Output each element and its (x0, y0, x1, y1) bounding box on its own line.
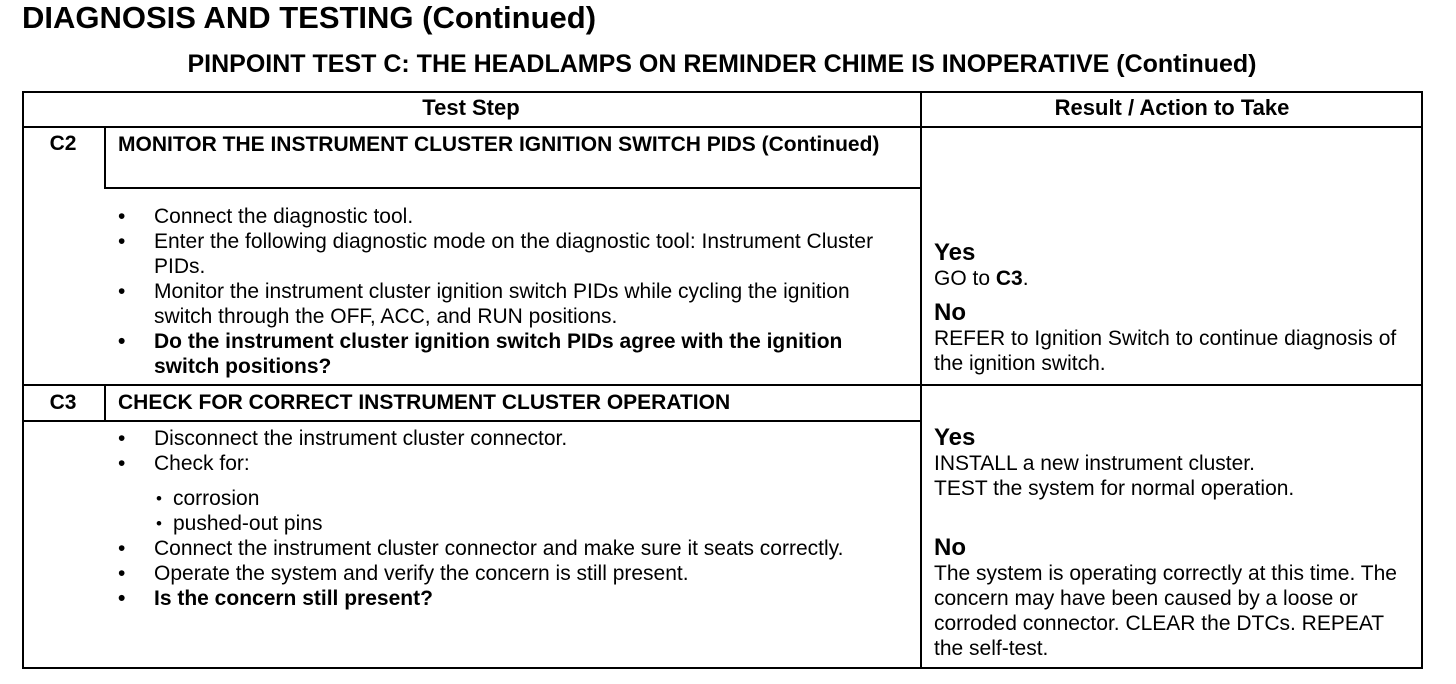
yes-label: Yes (934, 424, 976, 451)
id-divider-c2 (104, 127, 106, 188)
column-divider (920, 91, 922, 669)
yes-action-line: TEST the system for normal operation. (934, 477, 1295, 500)
header-result-action: Result / Action to Take (1054, 95, 1290, 120)
c2-title-divider (104, 187, 921, 189)
step-id-c3: C3 (49, 391, 77, 414)
no-label: No (934, 534, 966, 561)
yes-action-line: INSTALL a new instrument cluster. (934, 452, 1255, 475)
header-divider (22, 126, 1423, 128)
header-test-step: Test Step (422, 95, 520, 120)
list-item: Enter the following diagnostic mode on t… (118, 229, 908, 279)
id-divider-c3 (104, 385, 106, 421)
list-item: Connect the instrument cluster connector… (118, 536, 908, 561)
list-item: Do the instrument cluster ignition switc… (118, 329, 908, 379)
table-border (22, 91, 1423, 669)
step-title-c3: CHECK FOR CORRECT INSTRUMENT CLUSTER OPE… (118, 391, 731, 414)
list-item: Is the concern still present? (118, 586, 908, 611)
step-list-c2: Connect the diagnostic tool. Enter the f… (118, 204, 908, 379)
pinpoint-test-title: PINPOINT TEST C: THE HEADLAMPS ON REMIND… (187, 50, 1257, 78)
sub-list-item: pushed-out pins (118, 511, 908, 536)
step-list-c3: Disconnect the instrument cluster connec… (118, 426, 908, 611)
list-item: Operate the system and verify the concer… (118, 561, 908, 586)
row-divider (22, 384, 1423, 386)
step-id-c2: C2 (49, 132, 77, 155)
c3-title-divider (22, 420, 921, 422)
sub-list-item: corrosion (118, 486, 908, 511)
step-title-c2: MONITOR THE INSTRUMENT CLUSTER IGNITION … (118, 133, 880, 156)
pinpoint-test-table: Test Step Result / Action to Take C2 MON… (22, 91, 1423, 669)
result-c2: Yes GO to C3. No REFER to Ignition Switc… (934, 239, 1414, 376)
no-label: No (934, 299, 966, 326)
result-c3: Yes INSTALL a new instrument cluster. TE… (934, 424, 1414, 661)
yes-action: GO to C3. (934, 267, 1029, 290)
list-item: Disconnect the instrument cluster connec… (118, 426, 908, 451)
no-action: REFER to Ignition Switch to continue dia… (934, 327, 1397, 375)
page-title: DIAGNOSIS AND TESTING (Continued) (22, 0, 597, 35)
list-item: Check for: (118, 451, 908, 476)
yes-label: Yes (934, 239, 976, 266)
no-action: The system is operating correctly at thi… (934, 562, 1397, 660)
step-link-c3: C3 (995, 267, 1023, 290)
list-item: Connect the diagnostic tool. (118, 204, 908, 229)
list-item: Monitor the instrument cluster ignition … (118, 279, 908, 329)
